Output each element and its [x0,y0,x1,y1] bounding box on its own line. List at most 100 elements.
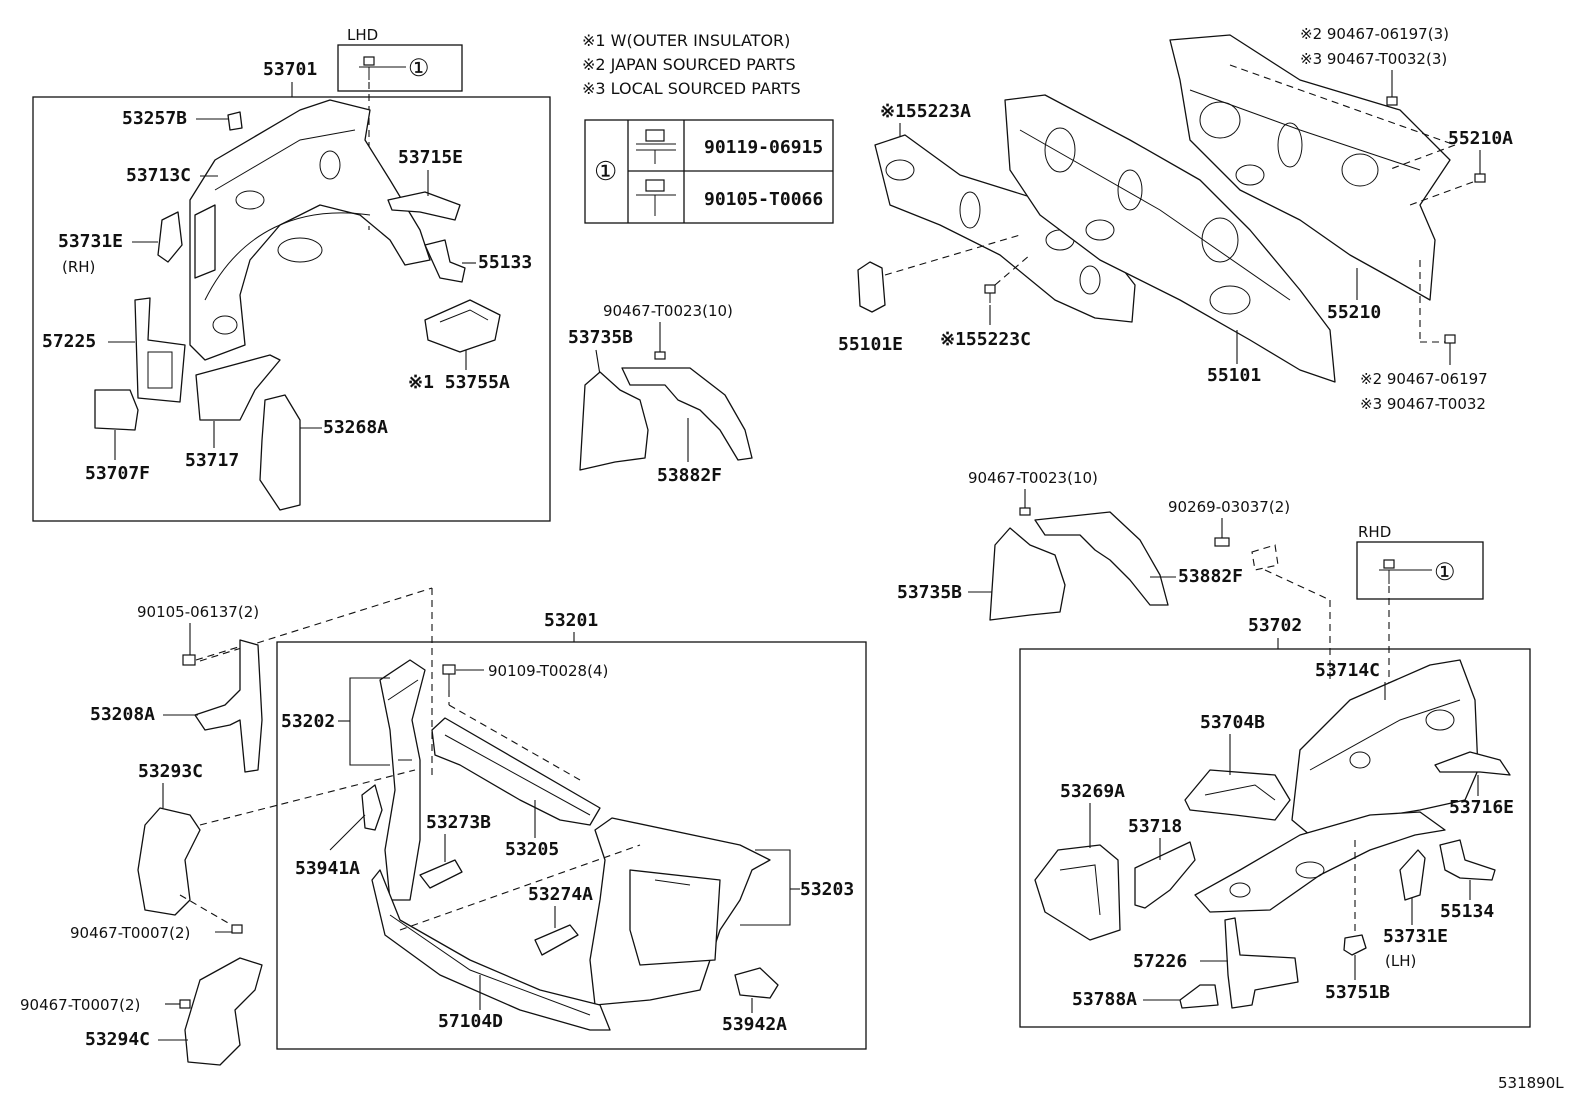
label-53707f: 53707F [85,463,150,484]
panel-57226 [1224,917,1299,1009]
clip-icon-b [1019,507,1031,516]
dash-panel-group: ※155223A 55101E ※155223C 55101 ※2 9046 [838,25,1513,413]
bolt-90105-icon [182,654,196,666]
bracket-53707f [94,389,139,431]
bolt-bottom-icon [1444,334,1456,344]
panel-53718 [1134,841,1196,909]
fender-liner-group-a: 90467-T0023(10) 53735B 53882F [568,302,753,486]
crossmember-53205 [431,717,601,826]
label-53704b: 53704B [1200,712,1265,733]
label-53716e: 53716E [1449,797,1514,818]
label-53202: 53202 [281,711,335,732]
bolt-legend-table: ① 90119-06915 90105-T0066 [584,119,834,224]
bracket-53257b [227,111,243,131]
label-55101: 55101 [1207,365,1261,386]
dash-panel-55101 [1004,94,1336,383]
bracket-53273b [419,859,463,889]
note-outer-insulator: ※1 W(OUTER INSULATOR) [582,31,790,50]
label-55223c: ※155223C [940,329,1031,350]
flange-bolt-icon [636,129,676,164]
label-53208a: 53208A [90,704,155,725]
grommet-55101e [857,261,886,313]
label-53751b: 53751B [1325,982,1390,1003]
lhd-bolt-icon [359,56,406,80]
radiator-support-frame [276,641,867,1050]
label-53735b-b: 53735B [897,582,962,603]
label-57104d: 57104D [438,1011,503,1032]
label-53205: 53205 [505,839,559,860]
bracket-55133 [424,239,466,283]
bracket-53208a [194,639,263,773]
label-53269a: 53269A [1060,781,1125,802]
side-member-53202 [379,659,426,901]
label-lh: (LH) [1385,952,1416,970]
bracket-53731e-rh [157,211,183,263]
bracket-53731e-lh [1399,849,1426,901]
label-55223a: ※155223A [880,101,971,122]
label-53755a: ※1 53755A [408,372,510,393]
left-bracket-group: 90105-06137(2) 53208A 53293C 90467-T0007… [20,603,416,1066]
bolt-90109-icon [442,664,456,675]
shield-53294c [184,957,263,1066]
clip-90467-t0007-b-icon [179,999,191,1009]
label-53941a: 53941A [295,858,360,879]
label-53718: 53718 [1128,816,1182,837]
label-53942a: 53942A [722,1014,787,1035]
note-japan-sourced: ※2 JAPAN SOURCED PARTS [582,55,796,74]
rhd-apron-group: RHD ① 53702 53714C 53704B 53716E [1019,523,1531,1028]
bracket-53788a [1179,984,1219,1009]
label-90467-t0007-a: 90467-T0007(2) [70,924,190,942]
wheelhouse-rhd [1194,811,1446,913]
label-53713c: 53713C [126,165,191,186]
bracket-53716e [1434,751,1511,776]
label-55133: 55133 [478,252,532,273]
rhd-bolt-icon [1379,559,1432,584]
label-53717: 53717 [185,450,239,471]
clip-90467-t0007-a-icon [231,924,243,934]
lhd-bolt-box [337,44,463,92]
bracket-55134 [1439,839,1496,881]
label-57225: 57225 [42,331,96,352]
hex-bolt-icon [636,179,676,216]
label-90467-06197: ※2 90467-06197 [1360,370,1488,388]
label-90109-t0028: 90109-T0028(4) [488,662,608,680]
rhd-apron-frame [1019,648,1531,1028]
label-53731e-lh: 53731E [1383,926,1448,947]
liner-53882f-b [1034,511,1169,606]
panel-57225 [134,297,186,403]
bracket-53704b [1184,769,1291,821]
label-53714c: 53714C [1315,660,1380,681]
label-53294c: 53294C [85,1029,150,1050]
label-53735b-a: 53735B [568,327,633,348]
label-53268a: 53268A [323,417,388,438]
label-53273b: 53273B [426,812,491,833]
shield-53735b-b [989,527,1066,621]
label-53701: 53701 [263,59,317,80]
label-53257b: 53257B [122,108,187,129]
rhd-title: RHD [1358,523,1391,541]
clip-icon [654,351,666,360]
bracket-53715e [387,191,461,221]
legend-row-2: 90105-T0066 [704,189,823,210]
label-53788a: 53788A [1072,989,1137,1010]
liner-53882f-a [621,367,753,461]
label-53293c: 53293C [138,761,203,782]
legend-row-1: 90119-06915 [704,137,823,158]
lhd-bolt-symbol: ① [408,54,430,82]
rhd-bolt-symbol: ① [1434,558,1456,586]
label-90467-t0032-3: ※3 90467-T0032(3) [1300,50,1447,68]
shield-53293c [137,807,201,916]
label-53715e: 53715E [398,147,463,168]
label-90467-t0032: ※3 90467-T0032 [1360,395,1486,413]
label-90105-06137: 90105-06137(2) [137,603,259,621]
label-90467-06197-3: ※2 90467-06197(3) [1300,25,1449,43]
diagram-code: 531890L [1498,1074,1564,1092]
bracket-53268a [259,394,301,511]
panel-53717 [195,354,281,421]
notes-block: ※1 W(OUTER INSULATOR) ※2 JAPAN SOURCED P… [582,31,801,98]
shield-53735b-a [579,371,649,471]
dash-panel-55210 [1169,34,1451,301]
lhd-apron-group: LHD ① 53701 53257B 53713C 53731E (RH) [32,26,551,522]
lhd-title: LHD [347,26,378,44]
